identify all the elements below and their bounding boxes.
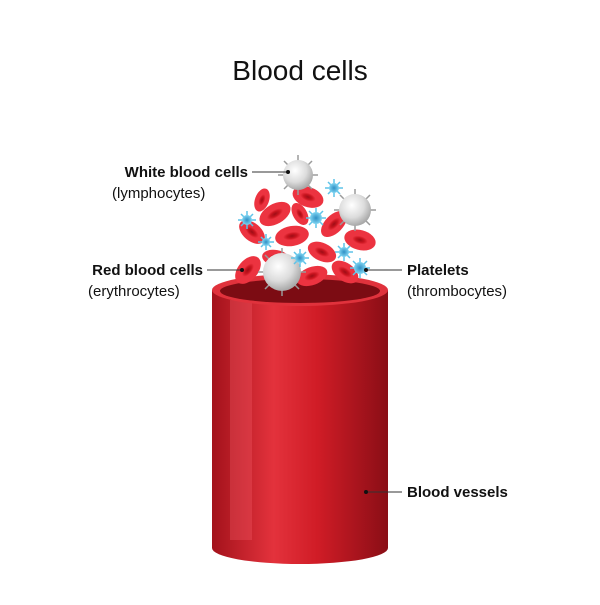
blood-vessel [212,274,388,564]
red-blood-cell [321,211,347,237]
red-blood-cell [296,265,328,287]
red-blood-cell [344,229,376,251]
white-blood-cell [334,189,376,231]
vessel-body [212,290,388,564]
platelet [291,249,309,267]
red-blood-cell [259,201,291,227]
leader-dots [240,170,368,494]
red-blood-cell [275,225,309,247]
leader-dot [286,170,290,174]
red-blood-cell [307,241,337,263]
label-white-blood-cells: White blood cells [125,164,248,181]
platelets [238,179,370,278]
platelet [335,243,353,261]
red-blood-cell [331,260,359,284]
platelet [306,208,326,228]
red-blood-cell [235,256,261,284]
platelet [325,179,343,197]
leader-dot [364,490,368,494]
label-thrombocytes: (thrombocytes) [407,283,507,300]
leader-dot [364,268,368,272]
red-blood-cell [292,186,324,208]
leader-lines [207,171,402,493]
label-red-blood-cells: Red blood cells [92,262,203,279]
platelet [350,258,370,278]
red-blood-cells [235,186,376,287]
platelet [258,234,274,250]
vessel-highlight [230,300,252,540]
platelet [238,211,256,229]
label-erythrocytes: (erythrocytes) [88,283,180,300]
page-title: Blood cells [232,55,367,86]
label-lymphocytes: (lymphocytes) [112,185,205,202]
leader-dot [240,268,244,272]
vessel-opening [220,279,380,303]
label-blood-vessels: Blood vessels [407,484,508,501]
red-blood-cell [254,188,270,212]
label-platelets: Platelets [407,262,469,279]
white-blood-cells [258,155,376,296]
white-blood-cell [278,155,318,195]
red-blood-cell [239,220,265,244]
red-blood-cell [291,203,309,225]
